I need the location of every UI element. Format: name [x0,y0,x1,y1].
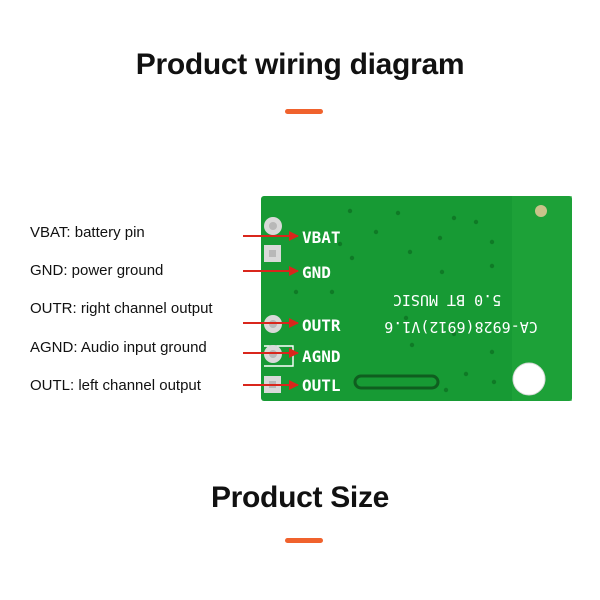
pcb-vias [293,208,497,393]
pin-label-outr: OUTR: right channel output [30,300,213,317]
silk-vbat: VBAT [302,228,341,247]
pin-label-gnd: GND: power ground [30,262,164,279]
silk-outr: OUTR [302,316,341,335]
pcb-board [261,196,572,401]
silk-agnd: AGND [302,347,341,366]
silk-outl: OUTL [302,376,341,395]
mounting-hole [512,362,546,396]
board-model-text: CA-6928(6912)V1.6 [384,318,538,336]
pin-label-agnd: AGND: Audio input ground [30,339,207,356]
size-accent-bar [285,538,323,543]
product-size-title: Product Size [210,481,390,514]
antenna-pad [535,205,547,217]
wiring-diagram-title: Product wiring diagram [135,48,465,81]
slot-outline [353,374,440,390]
pin-label-vbat: VBAT: battery pin [30,224,145,241]
pin-label-outl: OUTL: left channel output [30,377,201,394]
silk-gnd: GND [302,263,331,282]
title-accent-bar [285,109,323,114]
board-version-text: 5.0 BT MUSIC [393,291,501,309]
